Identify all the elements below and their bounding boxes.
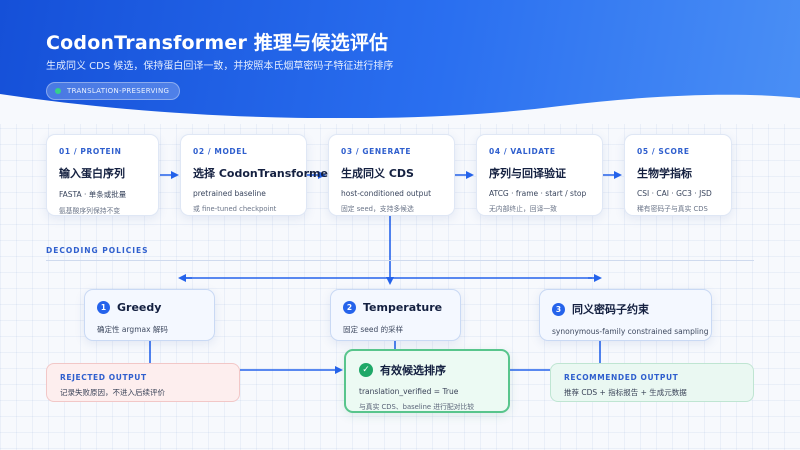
recommended-output-box: RECOMMENDED OUTPUT 推荐 CDS + 指标报告 + 生成元数据 [550, 363, 754, 402]
step-score-card: 05 / SCORE 生物学指标 CSI · CAI · GC3 · JSD 稀… [624, 134, 732, 216]
header-banner [0, 0, 800, 124]
valid-candidates-line2: 与真实 CDS、baseline 进行配对比较 [359, 403, 475, 411]
step-line1: CSI · CAI · GC3 · JSD [637, 189, 712, 198]
step-protein-card: 01 / PROTEIN 输入蛋白序列 FASTA · 单条或批量 氨基酸序列保… [46, 134, 159, 216]
policy-title: Temperature [363, 301, 443, 314]
step-line1: pretrained baseline [193, 189, 266, 198]
policy-description: 确定性 argmax 解码 [97, 325, 168, 334]
step-line2: 氨基酸序列保持不变 [59, 207, 121, 215]
page-subtitle: 生成同义 CDS 候选，保持蛋白回译一致，并按照本氏烟草密码子特征进行排序 [46, 61, 394, 72]
valid-candidates-card: ✓ 有效候选排序 translation_verified = True 与真实… [344, 349, 510, 413]
policy-description: 固定 seed 的采样 [343, 325, 404, 334]
valid-candidates-line1: translation_verified = True [359, 387, 459, 396]
step-line2: 或 fine-tuned checkpoint [193, 205, 277, 213]
step-title: 生物学指标 [637, 167, 692, 180]
policy-number-badge: 3 [552, 302, 565, 316]
step-validate-card: 04 / VALIDATE 序列与回译验证 ATCG · frame · sta… [476, 134, 603, 216]
rejected-output-text: 记录失败原因，不进入后续评价 [60, 388, 165, 397]
section-label: DECODING POLICIES [46, 246, 149, 255]
step-title: 输入蛋白序列 [59, 167, 125, 180]
step-line2: 固定 seed，支持多候选 [341, 205, 414, 213]
step-title: 选择 CodonTransformer [193, 167, 334, 180]
status-dot-icon [55, 88, 61, 94]
step-line1: ATCG · frame · start / stop [489, 189, 587, 198]
step-tag: 01 / PROTEIN [59, 147, 122, 156]
step-title: 序列与回译验证 [489, 167, 566, 180]
step-generate-card: 03 / GENERATE 生成同义 CDS host-conditioned … [328, 134, 455, 216]
policy-greedy-card: 1 Greedy 确定性 argmax 解码 [84, 289, 215, 341]
policy-number-badge: 1 [97, 301, 110, 314]
valid-candidates-title: 有效候选排序 [380, 364, 446, 377]
rejected-output-tag: REJECTED OUTPUT [60, 373, 147, 382]
step-line2: 稀有密码子与真实 CDS [637, 205, 708, 213]
policy-title: 同义密码子约束 [572, 303, 649, 316]
step-line1: host-conditioned output [341, 189, 432, 198]
step-line2: 无内部终止，回译一致 [489, 205, 557, 213]
rejected-output-box: REJECTED OUTPUT 记录失败原因，不进入后续评价 [46, 363, 240, 402]
step-model-card: 02 / MODEL 选择 CodonTransformer pretraine… [180, 134, 334, 216]
policy-synonymous-card: 3 同义密码子约束 synonymous-family constrained … [539, 289, 712, 341]
step-tag: 04 / VALIDATE [489, 147, 556, 156]
status-badge-label: TRANSLATION-PRESERVING [67, 87, 170, 95]
recommended-output-tag: RECOMMENDED OUTPUT [564, 373, 679, 382]
policy-description: synonymous-family constrained sampling [552, 327, 709, 336]
policy-title: Greedy [117, 301, 162, 314]
section-divider [46, 260, 754, 261]
step-title: 生成同义 CDS [341, 167, 414, 180]
policy-number-badge: 2 [343, 301, 356, 314]
policy-temperature-card: 2 Temperature 固定 seed 的采样 [330, 289, 461, 341]
status-badge: TRANSLATION-PRESERVING [46, 82, 181, 100]
header-wave [0, 94, 800, 124]
step-line1: FASTA · 单条或批量 [59, 190, 127, 199]
step-tag: 03 / GENERATE [341, 147, 412, 156]
check-icon: ✓ [359, 363, 373, 377]
page-title: CodonTransformer 推理与候选评估 [46, 32, 389, 54]
recommended-output-text: 推荐 CDS + 指标报告 + 生成元数据 [564, 388, 687, 397]
step-tag: 02 / MODEL [193, 147, 248, 156]
step-tag: 05 / SCORE [637, 147, 690, 156]
